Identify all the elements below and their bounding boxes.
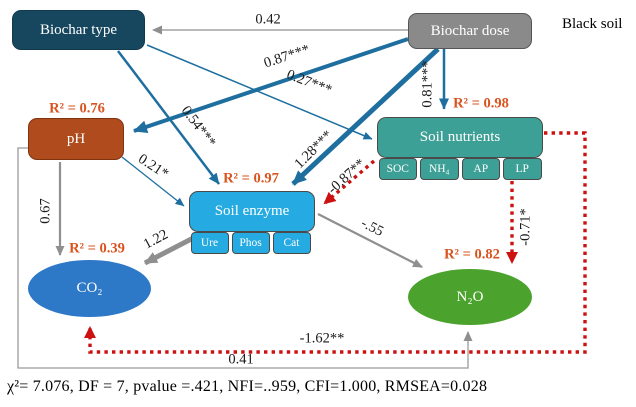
r2-soil-nutrients: R² = 0.98: [453, 95, 509, 112]
node-biochar-type-label: Biochar type: [39, 21, 118, 38]
edge-dose-enzyme-line: [291, 47, 440, 186]
node-n2o: N₂O: [408, 269, 532, 325]
indicator-lp: LP: [503, 158, 542, 180]
edge-dose-nutrients-label: 0.81***: [419, 60, 436, 108]
edge-dose-type-label: 0.42: [255, 11, 281, 28]
edge-type-nutrients-line: [146, 44, 373, 140]
node-soil-nutrients-label: Soil nutrients: [419, 129, 501, 145]
node-ph-label: pH: [66, 130, 86, 147]
soil-enzyme-indicators: Ure Phos Cat: [189, 232, 312, 254]
r2-soil-enzyme: R² = 0.97: [223, 170, 279, 187]
edge-type-enzyme-line: [117, 50, 220, 185]
indicator-soc: SOC: [378, 158, 417, 180]
node-co2-label: CO₂: [76, 280, 103, 296]
node-soil-enzyme-label: Soil enzyme: [214, 203, 290, 219]
node-biochar-type: Biochar type: [12, 10, 145, 50]
node-co2: CO₂: [28, 260, 151, 317]
indicator-phos: Phos: [231, 232, 270, 254]
edge-ph-n2o-label: 0.41: [228, 351, 254, 368]
fit-statistics: χ²= 7.076, DF = 7, pvalue =.421, NFI=..9…: [7, 378, 488, 395]
indicator-ap: AP: [461, 158, 500, 180]
node-soil-nutrients: Soil nutrients: [377, 117, 543, 158]
edge-ph-enzyme-line: [121, 156, 185, 207]
indicator-ure: Ure: [190, 232, 229, 254]
edge-ph-n2o-line: [17, 147, 473, 369]
r2-co2: R² = 0.39: [69, 240, 125, 257]
edge-dose-ph-line: [133, 37, 409, 134]
node-soil-enzyme: Soil enzyme: [189, 191, 315, 232]
edge-nutrients-co2-line: [84, 131, 587, 354]
node-biochar-dose: Biochar dose: [408, 13, 532, 49]
region-label: Black soil: [562, 16, 623, 32]
indicator-cat: Cat: [272, 232, 311, 254]
r2-n2o: R² = 0.82: [444, 246, 500, 263]
node-biochar-dose-label: Biochar dose: [430, 22, 510, 39]
indicator-nh4: NH₄: [420, 158, 459, 180]
edge-nutrients-n2o-label: -0.71*: [517, 208, 534, 246]
soil-nutrients-indicators: SOC NH₄ AP LP: [377, 158, 543, 180]
edge-nutrients-enzyme-line: [323, 159, 376, 205]
edge-enzyme-n2o-line: [317, 213, 423, 268]
edge-ph-co2-label: 0.67: [37, 198, 54, 224]
r2-ph: R² = 0.76: [49, 100, 105, 117]
node-ph: pH: [28, 118, 124, 160]
edge-nutrients-co2-label: -1.62**: [299, 330, 345, 347]
node-n2o-label: N₂O: [456, 288, 484, 305]
